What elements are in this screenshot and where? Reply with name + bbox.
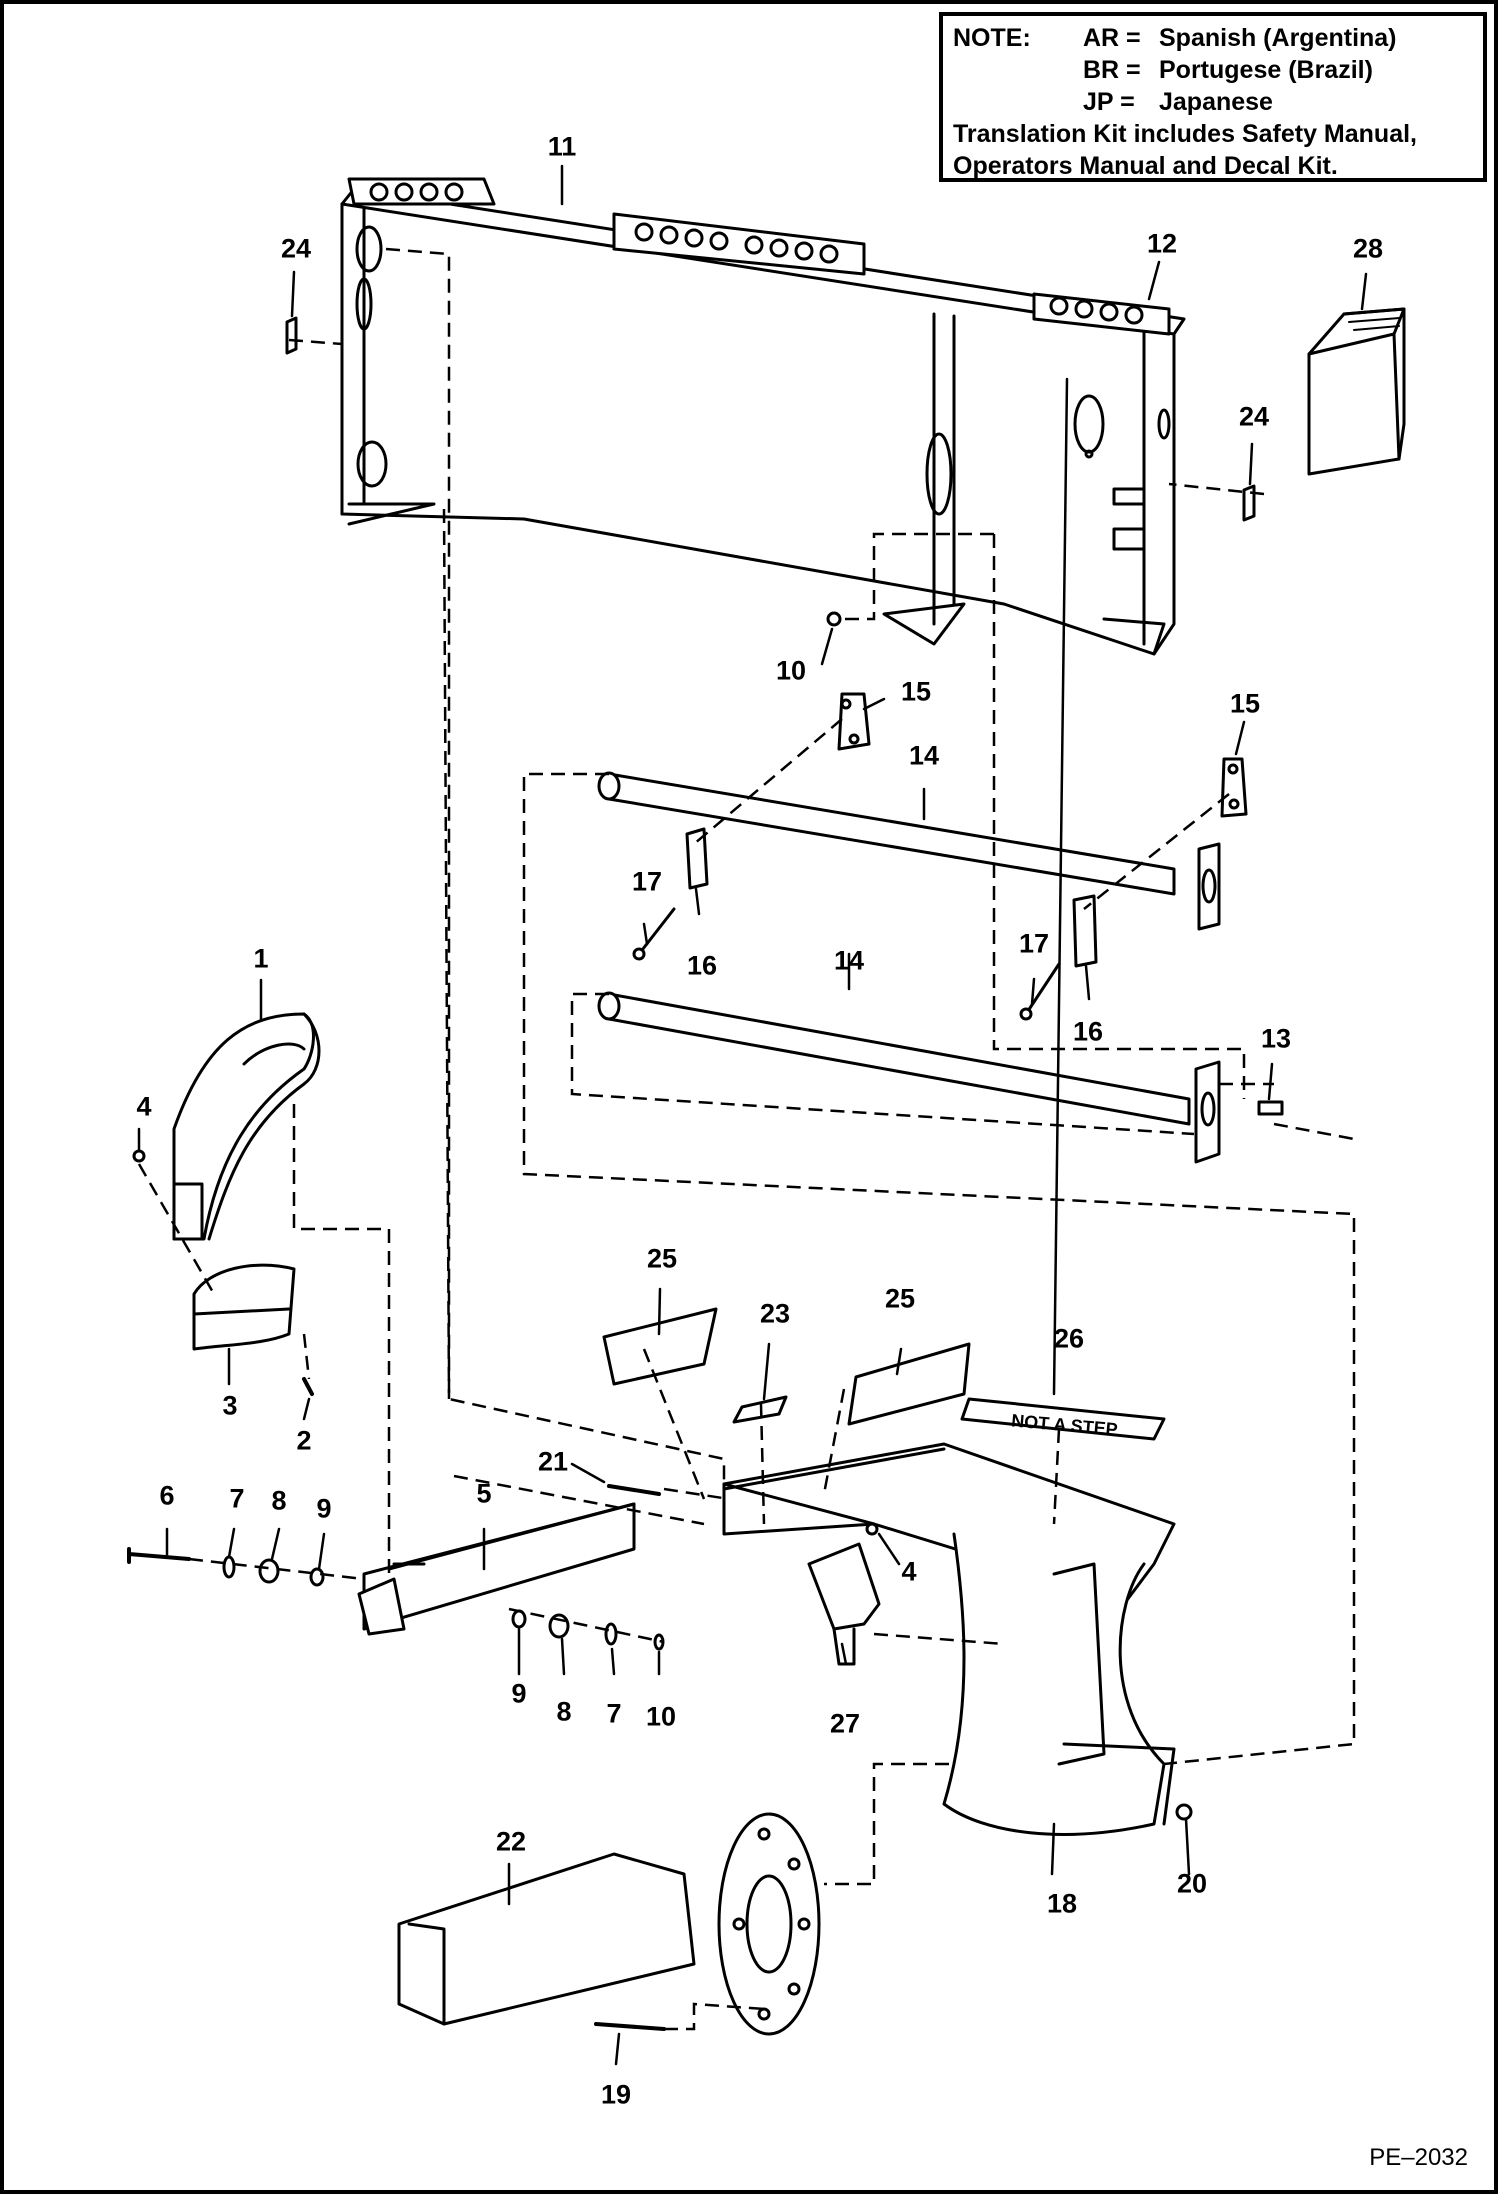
note-kit-line-1: Translation Kit includes Safety Manual, bbox=[953, 120, 1417, 148]
note-language: Japanese bbox=[1159, 88, 1273, 116]
note-line-ar: NOTE: AR = Spanish (Argentina) bbox=[953, 22, 1473, 54]
note-code: JP = bbox=[1083, 88, 1135, 116]
callout-26: 26 bbox=[1053, 1323, 1085, 1354]
figure-id: PE–2032 bbox=[1369, 2144, 1468, 2171]
callout-21: 21 bbox=[537, 1446, 569, 1477]
note-code: BR = bbox=[1083, 56, 1141, 84]
note-line-br: BR = Portugese (Brazil) bbox=[953, 54, 1473, 86]
callout-6: 6 bbox=[159, 1480, 175, 1511]
callout-9: 9 bbox=[316, 1493, 332, 1524]
callout-15: 15 bbox=[1229, 688, 1261, 719]
callout-20: 20 bbox=[1176, 1868, 1208, 1899]
mounting-plate-bracket bbox=[397, 1812, 821, 2036]
callout-7: 7 bbox=[229, 1483, 245, 1514]
manual-kit-box bbox=[1307, 307, 1406, 476]
callout-7: 7 bbox=[606, 1698, 622, 1729]
callout-1: 1 bbox=[253, 943, 269, 974]
note-code: AR = bbox=[1083, 24, 1141, 52]
callout-17: 17 bbox=[1018, 928, 1050, 959]
callout-2: 2 bbox=[296, 1425, 312, 1456]
callout-12: 12 bbox=[1146, 228, 1178, 259]
callout-13: 13 bbox=[1260, 1023, 1292, 1054]
callout-10: 10 bbox=[775, 655, 807, 686]
callout-17: 17 bbox=[631, 866, 663, 897]
mounting-bar-lower bbox=[597, 991, 1221, 1164]
callout-4: 4 bbox=[136, 1091, 152, 1122]
callout-23: 23 bbox=[759, 1298, 791, 1329]
callout-3: 3 bbox=[222, 1390, 238, 1421]
callout-10: 10 bbox=[645, 1701, 677, 1732]
callout-11: 11 bbox=[547, 131, 577, 162]
callout-8: 8 bbox=[271, 1485, 287, 1516]
callout-4: 4 bbox=[901, 1556, 917, 1587]
callout-22: 22 bbox=[495, 1826, 527, 1857]
callout-8: 8 bbox=[556, 1696, 572, 1727]
callout-28: 28 bbox=[1352, 233, 1384, 264]
callout-15: 15 bbox=[900, 676, 932, 707]
callout-24: 24 bbox=[280, 233, 312, 264]
callout-25: 25 bbox=[646, 1243, 678, 1274]
callout-9: 9 bbox=[511, 1678, 527, 1709]
translation-note: NOTE: AR = Spanish (Argentina) BR = Portuge… bbox=[939, 12, 1487, 182]
callout-24: 24 bbox=[1238, 401, 1270, 432]
note-line-jp: JP = Japanese bbox=[953, 86, 1473, 118]
note-kit-line-2: Operators Manual and Decal Kit. bbox=[953, 152, 1338, 180]
note-language: Portugese (Brazil) bbox=[1159, 56, 1373, 84]
callout-14: 14 bbox=[908, 740, 940, 771]
frame-member bbox=[357, 1502, 636, 1636]
callout-14: 14 bbox=[833, 945, 865, 976]
step-assembly bbox=[722, 1442, 1176, 1836]
mounting-bar-upper bbox=[597, 771, 1221, 931]
callout-27: 27 bbox=[829, 1708, 861, 1739]
callout-18: 18 bbox=[1046, 1888, 1078, 1919]
callout-5: 5 bbox=[476, 1478, 492, 1509]
callout-25: 25 bbox=[884, 1283, 916, 1314]
note-language: Spanish (Argentina) bbox=[1159, 24, 1397, 52]
exploded-view-drawing: NOT A STEP bbox=[127, 164, 1406, 2066]
side-bracket bbox=[172, 1012, 321, 1241]
callout-16: 16 bbox=[1072, 1016, 1104, 1047]
mounting-frame bbox=[340, 177, 1186, 656]
note-heading: NOTE: bbox=[953, 24, 1031, 52]
callout-16: 16 bbox=[686, 950, 718, 981]
callout-19: 19 bbox=[600, 2079, 632, 2110]
